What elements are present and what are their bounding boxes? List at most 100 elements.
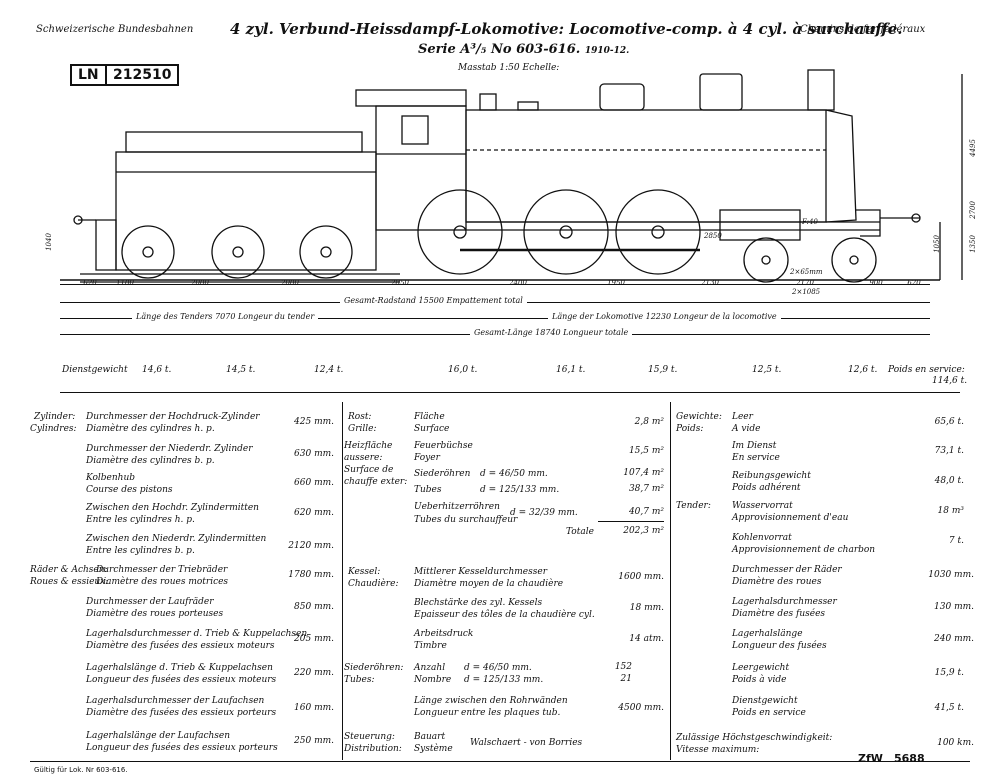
col3-row-2-value: 73,1 t. bbox=[934, 446, 964, 456]
col3-row-3-de: Reibungsgewicht bbox=[732, 471, 811, 481]
steam-dome bbox=[599, 83, 645, 111]
series-numbers: No 603-616. bbox=[491, 42, 581, 57]
series-years: 1910-12. bbox=[584, 46, 630, 56]
col1-head-roues: Roues & essieux: bbox=[30, 577, 109, 587]
validity-note: Gültig für Lok. Nr 603-616. bbox=[34, 766, 128, 774]
col1-row-8-fr: Diamètre des fusées des essieux moteurs bbox=[86, 641, 275, 651]
col2-anz-a-value: 152 bbox=[614, 662, 632, 672]
col2-feuer-de: Feuerbüchse bbox=[414, 441, 473, 451]
col2-anz-fr: Nombre bbox=[414, 675, 452, 685]
col3-row-7-de: Lagerhalsdurchmesser bbox=[732, 597, 837, 607]
dim-chain-4: 2000 bbox=[281, 279, 299, 287]
ln-number-stamp: 212510 bbox=[105, 64, 180, 86]
series-prefix: Serie bbox=[418, 42, 456, 57]
col2-total-value: 202,3 m² bbox=[623, 526, 664, 536]
col1-row-9-fr: Longueur des fusées des essieux moteurs bbox=[86, 675, 277, 685]
col2-head-kessel: Kessel: bbox=[348, 567, 381, 577]
col3-row-3-value: 48,0 t. bbox=[934, 476, 964, 486]
col3-row-5-de: Kohlenvorrat bbox=[732, 533, 792, 543]
col2-head-tubes: Tubes: bbox=[344, 675, 375, 685]
column-divider-2 bbox=[670, 402, 671, 760]
weights-label: Dienstgewicht bbox=[62, 365, 128, 375]
col3-row-10-de: Dienstgewicht bbox=[732, 696, 798, 706]
col2-sied-fr: Tubes bbox=[414, 485, 442, 495]
col2-len-fr: Longueur entre les plaques tub. bbox=[414, 708, 561, 718]
col3-head-tender: Tender: bbox=[676, 501, 711, 511]
col2-anz-b: d = 125/133 mm. bbox=[464, 675, 544, 685]
column-divider-1 bbox=[342, 402, 343, 760]
col1-row-8-de: Lagerhalsdurchmesser d. Trieb & Kuppelac… bbox=[86, 629, 308, 639]
dim-left-height: 1040 bbox=[44, 233, 53, 251]
col2-len-value: 4500 mm. bbox=[618, 703, 664, 713]
series-line: Serie A³/₅ No 603-616. 1910-12. bbox=[418, 42, 629, 57]
dim-right-height-4: 1350 bbox=[968, 235, 977, 253]
col2-k3-value: 14 atm. bbox=[629, 634, 664, 644]
dim-chain-5: 2850 bbox=[391, 279, 409, 287]
col3-row-4-fr: Approvisionnement d'eau bbox=[732, 513, 849, 523]
col1-row-2-value: 630 mm. bbox=[294, 449, 334, 459]
col3-row-2-fr: En service bbox=[732, 453, 780, 463]
driving-wheel-3 bbox=[615, 189, 701, 275]
col3-head-poids: Poids: bbox=[676, 424, 704, 434]
col2-head-rost: Rost: bbox=[348, 412, 372, 422]
col2-feuer-value: 15,5 m² bbox=[628, 446, 664, 456]
col2-head-surface: Surface de chauffe exter: bbox=[344, 465, 408, 487]
col2-k1-fr: Diamètre moyen de la chaudière bbox=[414, 579, 564, 589]
col3-row-1-value: 65,6 t. bbox=[934, 417, 964, 427]
dim-chain-1: 620 bbox=[83, 279, 97, 287]
col3-row-6-value: 1030 mm. bbox=[928, 570, 974, 580]
dim-chain-8: 2130 bbox=[701, 279, 719, 287]
col3-row-4-value: 18 m³ bbox=[937, 506, 964, 516]
zfw-label: ZfW bbox=[858, 752, 883, 765]
axle-note: F:40 bbox=[802, 218, 818, 226]
col2-k2-value: 18 mm. bbox=[629, 603, 664, 613]
col1-row-7-value: 850 mm. bbox=[294, 602, 334, 612]
col2-k3-de: Arbeitsdruck bbox=[414, 629, 474, 639]
wheel-note-1: 2×65mm bbox=[790, 268, 823, 276]
table-top-rule bbox=[60, 392, 960, 393]
tender-wheel-2 bbox=[211, 225, 265, 279]
weight-axle-3: 12,4 t. bbox=[314, 365, 344, 375]
col1-row-9-value: 220 mm. bbox=[294, 668, 334, 678]
col1-row-7-de: Durchmesser der Laufräder bbox=[86, 597, 214, 607]
cab bbox=[375, 105, 467, 231]
col1-row-6-de: Durchmesser der Triebräder bbox=[96, 565, 228, 575]
col1-row-2-de: Durchmesser der Niederdr. Zylinder bbox=[86, 444, 253, 454]
col2-head-heizflaeche: Heizfläche aussere: bbox=[344, 441, 393, 463]
weight-axle-5: 16,1 t. bbox=[556, 365, 586, 375]
col1-row-11-de: Lagerhalslänge der Laufachsen bbox=[86, 731, 231, 741]
speed-de: Zulässige Höchstgeschwindigkeit: bbox=[676, 733, 833, 743]
col2-ueber-de: Ueberhitzerröhren bbox=[414, 502, 500, 512]
railway-name-de: Schweizerische Bundesbahnen bbox=[36, 24, 194, 35]
weights-total: 114,6 t. bbox=[932, 376, 968, 386]
col1-row-10-value: 160 mm. bbox=[294, 703, 334, 713]
cab-window bbox=[401, 115, 429, 145]
chimney bbox=[807, 69, 835, 111]
series-class: A³/₅ bbox=[460, 42, 487, 57]
col2-sied-b: d = 125/133 mm. bbox=[480, 485, 560, 495]
col1-row-6-fr: Diamètre des roues motrices bbox=[96, 577, 229, 587]
total-length-label: Gesamt-Länge 18740 Longueur totale bbox=[470, 328, 633, 337]
length-line bbox=[60, 318, 930, 319]
col1-head-raeder: Räder & Achsen: bbox=[30, 565, 108, 575]
col3-row-8-de: Lagerhalslänge bbox=[732, 629, 803, 639]
col2-head-grille: Grille: bbox=[348, 424, 377, 434]
col2-feuer-fr: Foyer bbox=[414, 453, 440, 463]
tender-body bbox=[115, 151, 377, 271]
dim-chain-2: 1100 bbox=[116, 279, 134, 287]
locomotive-elevation-drawing bbox=[60, 69, 963, 283]
col3-row-10-value: 41,5 t. bbox=[934, 703, 964, 713]
wheel-note-2: 2×1085 bbox=[792, 288, 821, 296]
weight-axle-1: 14,6 t. bbox=[142, 365, 172, 375]
col2-total-label: Totale bbox=[566, 527, 594, 537]
weights-right-label: Poids en service: bbox=[888, 365, 965, 375]
col1-head-cylindres: Cylindres: bbox=[30, 424, 77, 434]
dim-chain-10: 900 bbox=[869, 279, 883, 287]
col1-row-1-value: 425 mm. bbox=[294, 417, 334, 427]
col2-sied-b-value: 38,7 m² bbox=[628, 484, 664, 494]
col2-rost-fr: Surface bbox=[414, 424, 450, 434]
col3-head-gewichte: Gewichte: bbox=[676, 412, 722, 422]
col3-row-5-fr: Approvisionnement de charbon bbox=[732, 545, 876, 555]
col1-row-10-fr: Diamètre des fusées des essieux porteurs bbox=[86, 708, 277, 718]
col1-row-2-fr: Diamètre des cylindres b. p. bbox=[86, 456, 215, 466]
